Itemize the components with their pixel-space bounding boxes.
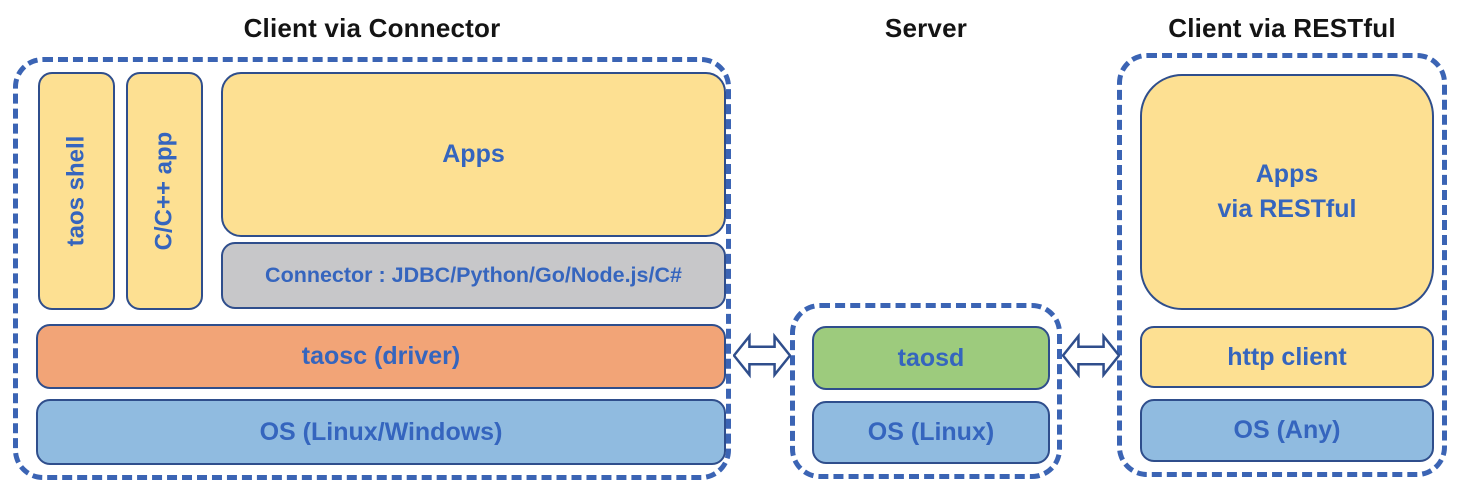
taosd-box: taosd [812,326,1050,390]
apps-via-restful-box: Apps via RESTful [1140,74,1434,310]
restful-client-container: Apps via RESTful http client OS (Any) [1117,53,1447,477]
taosd-label: taosd [897,343,965,372]
apps-via-restful-label-line1: Apps [1255,160,1319,188]
taosc-driver-label: taosc (driver) [301,342,461,370]
connector-label: Connector : JDBC/Python/Go/Node.js/C# [265,263,682,287]
connector-client-container: taos shell C/C++ app Apps Connector : JD… [13,57,731,480]
os-linux-label: OS (Linux) [867,418,995,446]
taos-shell-box: taos shell [38,72,115,310]
apps-via-restful-label-line2: via RESTful [1217,195,1357,223]
os-linux-windows-box: OS (Linux/Windows) [36,399,726,465]
os-linux-box: OS (Linux) [812,401,1050,464]
double-arrow-icon [733,332,791,379]
os-linux-windows-label: OS (Linux/Windows) [259,417,503,446]
cpp-app-box: C/C++ app [126,72,203,310]
double-arrow-icon [1062,332,1120,379]
apps-label: Apps [442,140,505,168]
connector-box: Connector : JDBC/Python/Go/Node.js/C# [221,242,726,309]
cpp-app-label: C/C++ app [150,131,178,251]
taosc-driver-box: taosc (driver) [36,324,726,389]
os-any-box: OS (Any) [1140,399,1434,462]
section-title-server: Server [884,13,968,43]
http-client-label: http client [1227,342,1347,371]
http-client-box: http client [1140,326,1434,388]
taos-shell-label: taos shell [62,135,90,247]
section-title-connector-client: Client via Connector [243,13,501,43]
apps-box: Apps [221,72,726,237]
os-any-label: OS (Any) [1233,416,1341,444]
server-container: taosd OS (Linux) [790,303,1062,479]
section-title-restful-client: Client via RESTful [1168,13,1396,43]
